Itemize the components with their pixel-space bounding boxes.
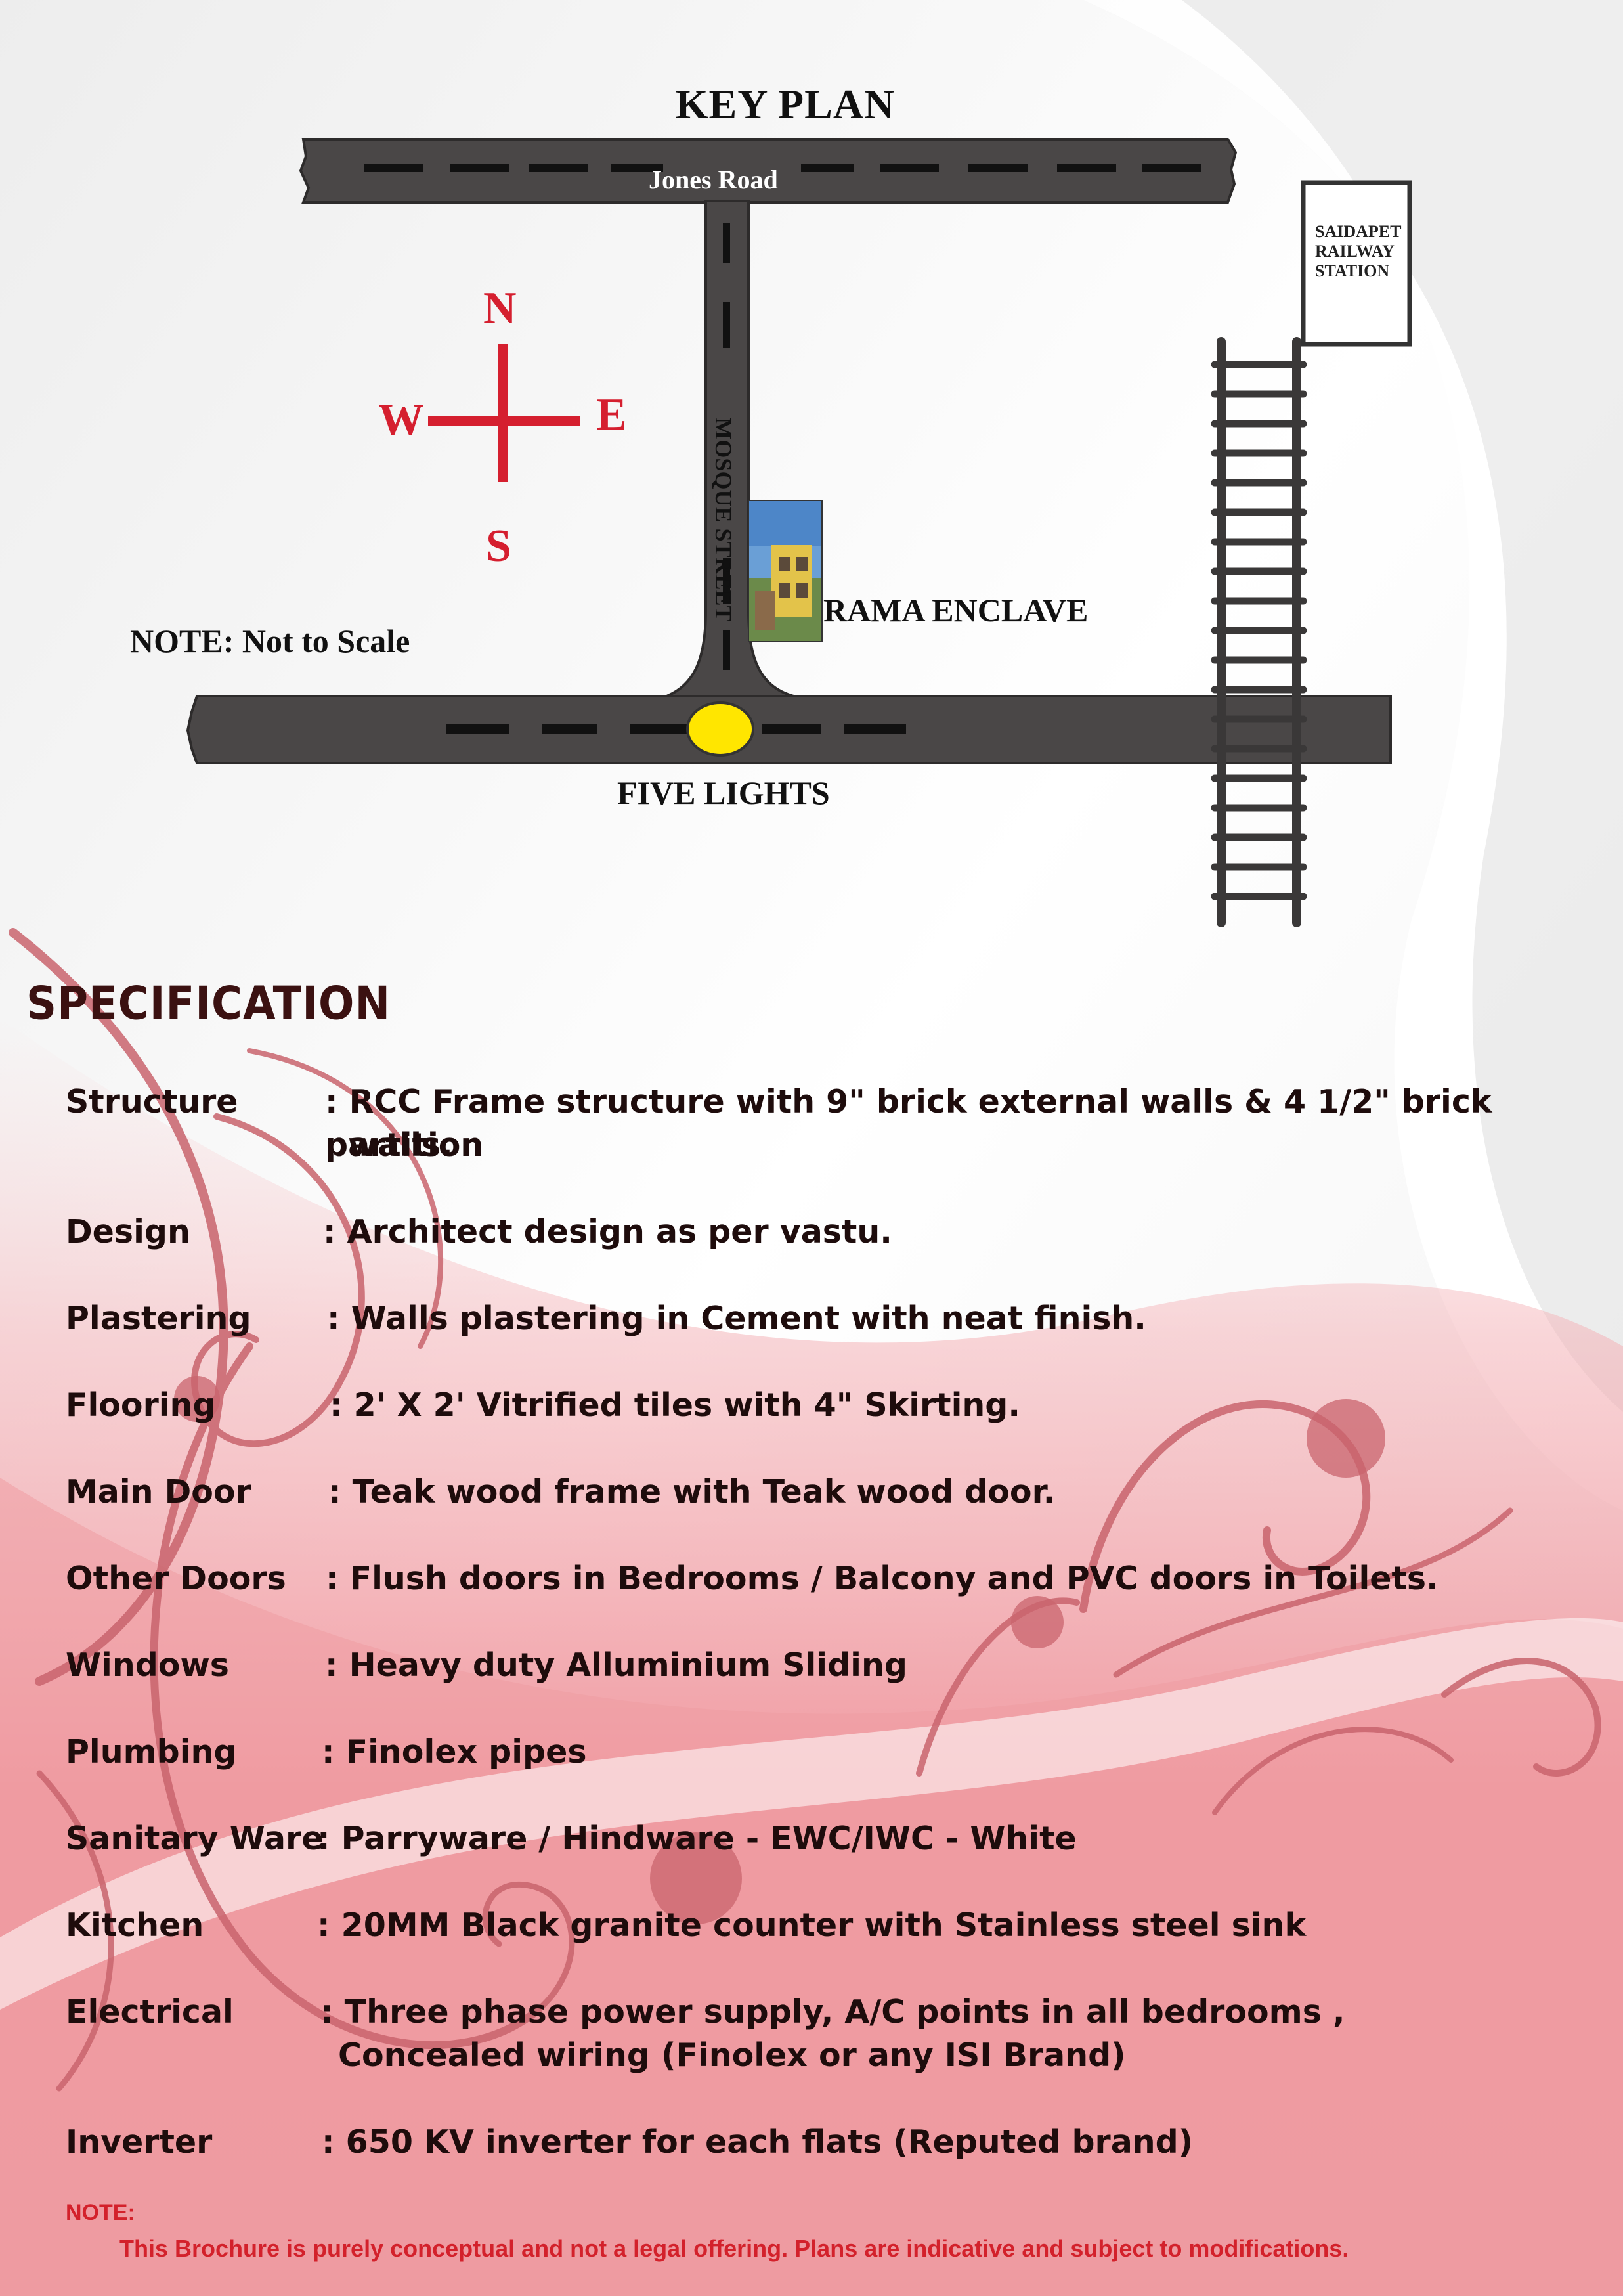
mosque-street-label: MOSQUE STREET xyxy=(710,417,737,622)
spec-label: Kitchen xyxy=(66,1907,204,1944)
station-label: SAIDAPET RAILWAY STATION xyxy=(1315,222,1401,281)
spec-label: Electrical xyxy=(66,1993,234,2031)
site-label: RAMA ENCLAVE xyxy=(823,592,1089,629)
spec-value: : Finolex pipes xyxy=(322,1733,587,1771)
five-lights-junction-marker xyxy=(686,701,754,757)
spec-label: Inverter xyxy=(66,2123,213,2161)
compass-west-label: W xyxy=(378,395,424,445)
scale-note: NOTE: Not to Scale xyxy=(130,623,410,659)
spec-value: : Heavy duty Alluminium Sliding xyxy=(325,1646,907,1684)
spec-value: : Three phase power supply, A/C points i… xyxy=(320,1993,1345,2031)
spec-value: : RCC Frame structure with 9" brick exte… xyxy=(325,1083,1492,1164)
jones-road-label: Jones Road xyxy=(649,165,778,194)
compass-north-label: N xyxy=(483,283,517,334)
spec-value: : Walls plastering in Cement with neat f… xyxy=(327,1300,1146,1337)
spec-label: Flooring xyxy=(66,1386,216,1424)
spec-row-electrical: Electrical : Three phase power supply, A… xyxy=(66,1991,1576,2083)
disclaimer-text: This Brochure is purely conceptual and n… xyxy=(119,2235,1349,2262)
spec-row-structure: Structure : RCC Frame structure with 9" … xyxy=(66,1080,1576,1172)
spec-label: Main Door xyxy=(66,1473,251,1511)
spec-label: Other Doors xyxy=(66,1560,286,1597)
five-lights-road xyxy=(186,695,1392,764)
spec-value: : Parryware / Hindware - EWC/IWC - White xyxy=(317,1820,1077,1857)
spec-value: : Teak wood frame with Teak wood door. xyxy=(328,1473,1056,1511)
spec-label: Plastering xyxy=(66,1300,251,1337)
spec-value: : Flush doors in Bedrooms / Balcony and … xyxy=(326,1560,1439,1597)
spec-label: Sanitary Ware xyxy=(66,1820,324,1857)
spec-value-continued: walls. xyxy=(348,1126,453,1164)
compass-south-label: S xyxy=(486,521,511,571)
spec-value: : Architect design as per vastu. xyxy=(323,1213,892,1250)
junction-label: FIVE LIGHTS xyxy=(617,774,830,811)
spec-label: Design xyxy=(66,1213,190,1250)
station-label-line-2: RAILWAY xyxy=(1315,242,1395,261)
spec-value: : 2' X 2' Vitrified tiles with 4" Skirti… xyxy=(330,1386,1020,1424)
note-label: NOTE: xyxy=(66,2200,135,2225)
spec-label: Plumbing xyxy=(66,1733,237,1771)
compass-east-label: E xyxy=(596,389,627,440)
station-label-line-3: STATION xyxy=(1315,261,1390,280)
rama-enclave-building-image xyxy=(748,500,823,642)
jones-road xyxy=(299,138,1238,204)
compass-rose xyxy=(428,344,580,482)
key-plan-title: KEY PLAN xyxy=(675,81,896,127)
station-box xyxy=(1301,180,1412,347)
spec-value: : 20MM Black granite counter with Stainl… xyxy=(317,1907,1307,1944)
specification-title: SPECIFICATION xyxy=(26,978,391,1030)
key-plan-map xyxy=(186,138,1412,927)
spec-value: : 650 KV inverter for each flats (Repute… xyxy=(322,2123,1194,2161)
spec-value-continued: Concealed wiring (Finolex or any ISI Bra… xyxy=(338,2037,1126,2074)
station-label-line-1: SAIDAPET xyxy=(1315,222,1402,241)
spec-label: Structure xyxy=(66,1083,238,1120)
railway-track xyxy=(1211,337,1307,927)
spec-label: Windows xyxy=(66,1646,229,1684)
